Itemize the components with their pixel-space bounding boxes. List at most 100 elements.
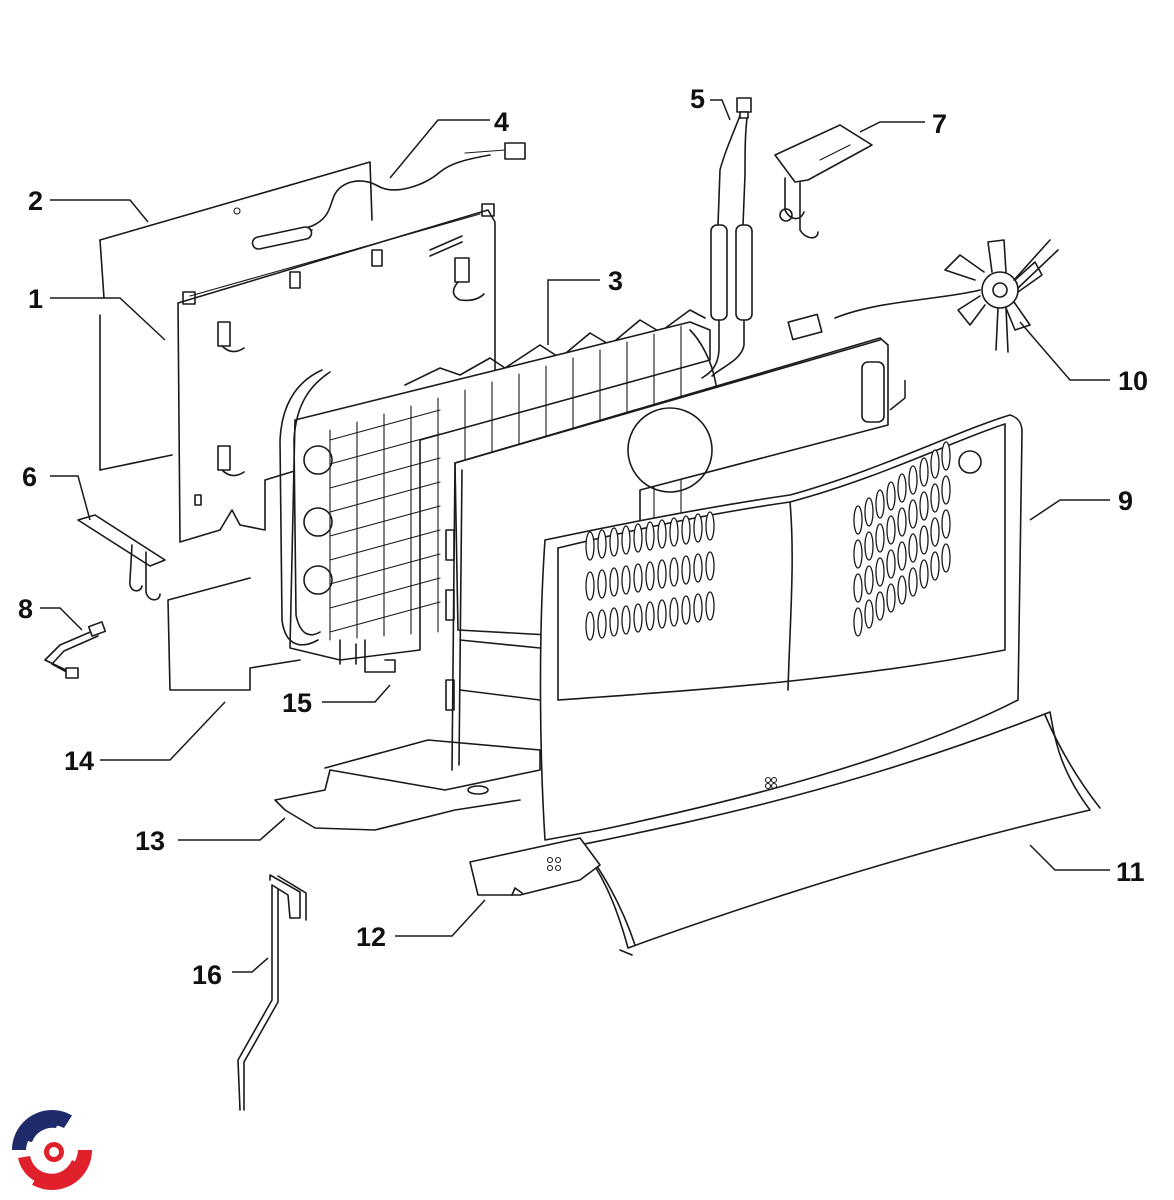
vent-slot xyxy=(681,515,691,545)
part-12-front-plate xyxy=(469,837,601,896)
vent-slot xyxy=(853,539,863,569)
vent-slot xyxy=(886,515,896,545)
vent-slot xyxy=(886,583,896,613)
vent-slot xyxy=(897,507,907,537)
vent-slot xyxy=(693,553,703,583)
callout-11: 11 xyxy=(1116,857,1145,887)
vent-slot xyxy=(930,483,940,513)
evaporator-tube-row xyxy=(329,577,441,609)
vent-slot xyxy=(597,569,607,599)
vent-slot xyxy=(657,519,667,549)
vent-slot xyxy=(645,521,655,551)
vent-slot xyxy=(919,457,929,487)
callout-9: 9 xyxy=(1118,486,1133,516)
vent-slot xyxy=(886,549,896,579)
callouts: 1 2 3 4 5 6 7 8 9 10 11 12 13 14 15 16 xyxy=(18,84,1148,990)
callout-14: 14 xyxy=(64,746,94,776)
callout-6: 6 xyxy=(22,462,37,492)
vent-slot xyxy=(919,559,929,589)
vent-slot xyxy=(585,531,595,561)
evaporator-tube-row xyxy=(329,553,441,585)
vent-slot xyxy=(693,593,703,623)
callout-5: 5 xyxy=(690,84,705,114)
callout-3: 3 xyxy=(608,266,623,296)
evaporator-tube-row xyxy=(329,601,441,633)
evaporator-tube-row xyxy=(329,409,441,441)
vent-slot xyxy=(657,599,667,629)
vent-slot xyxy=(897,473,907,503)
vent-slot xyxy=(930,517,940,547)
callout-16: 16 xyxy=(192,960,222,990)
brand-logo xyxy=(12,1110,92,1190)
vent-slot xyxy=(633,563,643,593)
vent-slot xyxy=(597,609,607,639)
evaporator-tube-row xyxy=(329,529,441,561)
callout-4: 4 xyxy=(494,107,509,137)
vent-slot xyxy=(908,567,918,597)
part-1-back-plate xyxy=(177,203,496,543)
vent-slot xyxy=(609,527,619,557)
vent-slot xyxy=(621,605,631,635)
part-9-front-cover xyxy=(539,414,1023,841)
vent-slot xyxy=(941,509,951,539)
part-13-bottom-tray xyxy=(274,739,541,831)
vent-slot xyxy=(633,523,643,553)
vent-slot xyxy=(681,555,691,585)
vent-slot xyxy=(669,557,679,587)
vent-slot xyxy=(908,465,918,495)
vent-slot xyxy=(908,499,918,529)
vent-slot xyxy=(621,565,631,595)
vent-slot xyxy=(597,529,607,559)
part-16-rod xyxy=(237,874,307,1111)
vent-slot xyxy=(657,559,667,589)
vent-slot xyxy=(633,603,643,633)
vent-slot xyxy=(609,607,619,637)
vent-slot xyxy=(621,525,631,555)
vent-slot xyxy=(864,531,874,561)
vent-slot xyxy=(645,601,655,631)
callout-7: 7 xyxy=(932,109,947,139)
vent-slot xyxy=(705,511,715,541)
part-14-lower-insulation xyxy=(167,577,301,691)
vent-slot xyxy=(645,561,655,591)
callout-15: 15 xyxy=(282,688,312,718)
evaporator-tube-row xyxy=(329,457,441,489)
vent-slot xyxy=(669,517,679,547)
vent-slot xyxy=(693,513,703,543)
vent-slot xyxy=(853,573,863,603)
evaporator-tube-row xyxy=(329,505,441,537)
part-5-defrost-heater xyxy=(701,97,753,379)
part-4-sensor-cable xyxy=(251,142,526,250)
vent-slot xyxy=(941,475,951,505)
callout-2: 2 xyxy=(28,186,43,216)
vent-slot xyxy=(919,491,929,521)
vent-slot xyxy=(705,551,715,581)
vent-slot xyxy=(941,441,951,471)
leader-lines xyxy=(40,99,1110,973)
part-8-sensor-wire xyxy=(44,621,107,679)
vent-slot xyxy=(609,567,619,597)
part-6-bracket xyxy=(77,514,166,601)
vent-slot xyxy=(669,597,679,627)
vent-slot xyxy=(875,591,885,621)
evaporator-tube-row xyxy=(329,481,441,513)
vent-slot xyxy=(875,489,885,519)
callout-10: 10 xyxy=(1118,366,1148,396)
vent-slot xyxy=(930,449,940,479)
evaporator-tube-row xyxy=(329,433,441,465)
vent-slot xyxy=(875,557,885,587)
vent-slot xyxy=(875,523,885,553)
vent-slot xyxy=(585,611,595,641)
vent-slot xyxy=(864,565,874,595)
vent-slot xyxy=(908,533,918,563)
vent-slot xyxy=(585,571,595,601)
part-11-lower-trim xyxy=(579,711,1101,956)
vent-slot xyxy=(886,481,896,511)
callout-12: 12 xyxy=(356,922,386,952)
part-2-back-sheet xyxy=(99,161,373,471)
callout-13: 13 xyxy=(135,826,165,856)
callout-8: 8 xyxy=(18,594,33,624)
vent-slot xyxy=(853,607,863,637)
vent-slot xyxy=(941,543,951,573)
